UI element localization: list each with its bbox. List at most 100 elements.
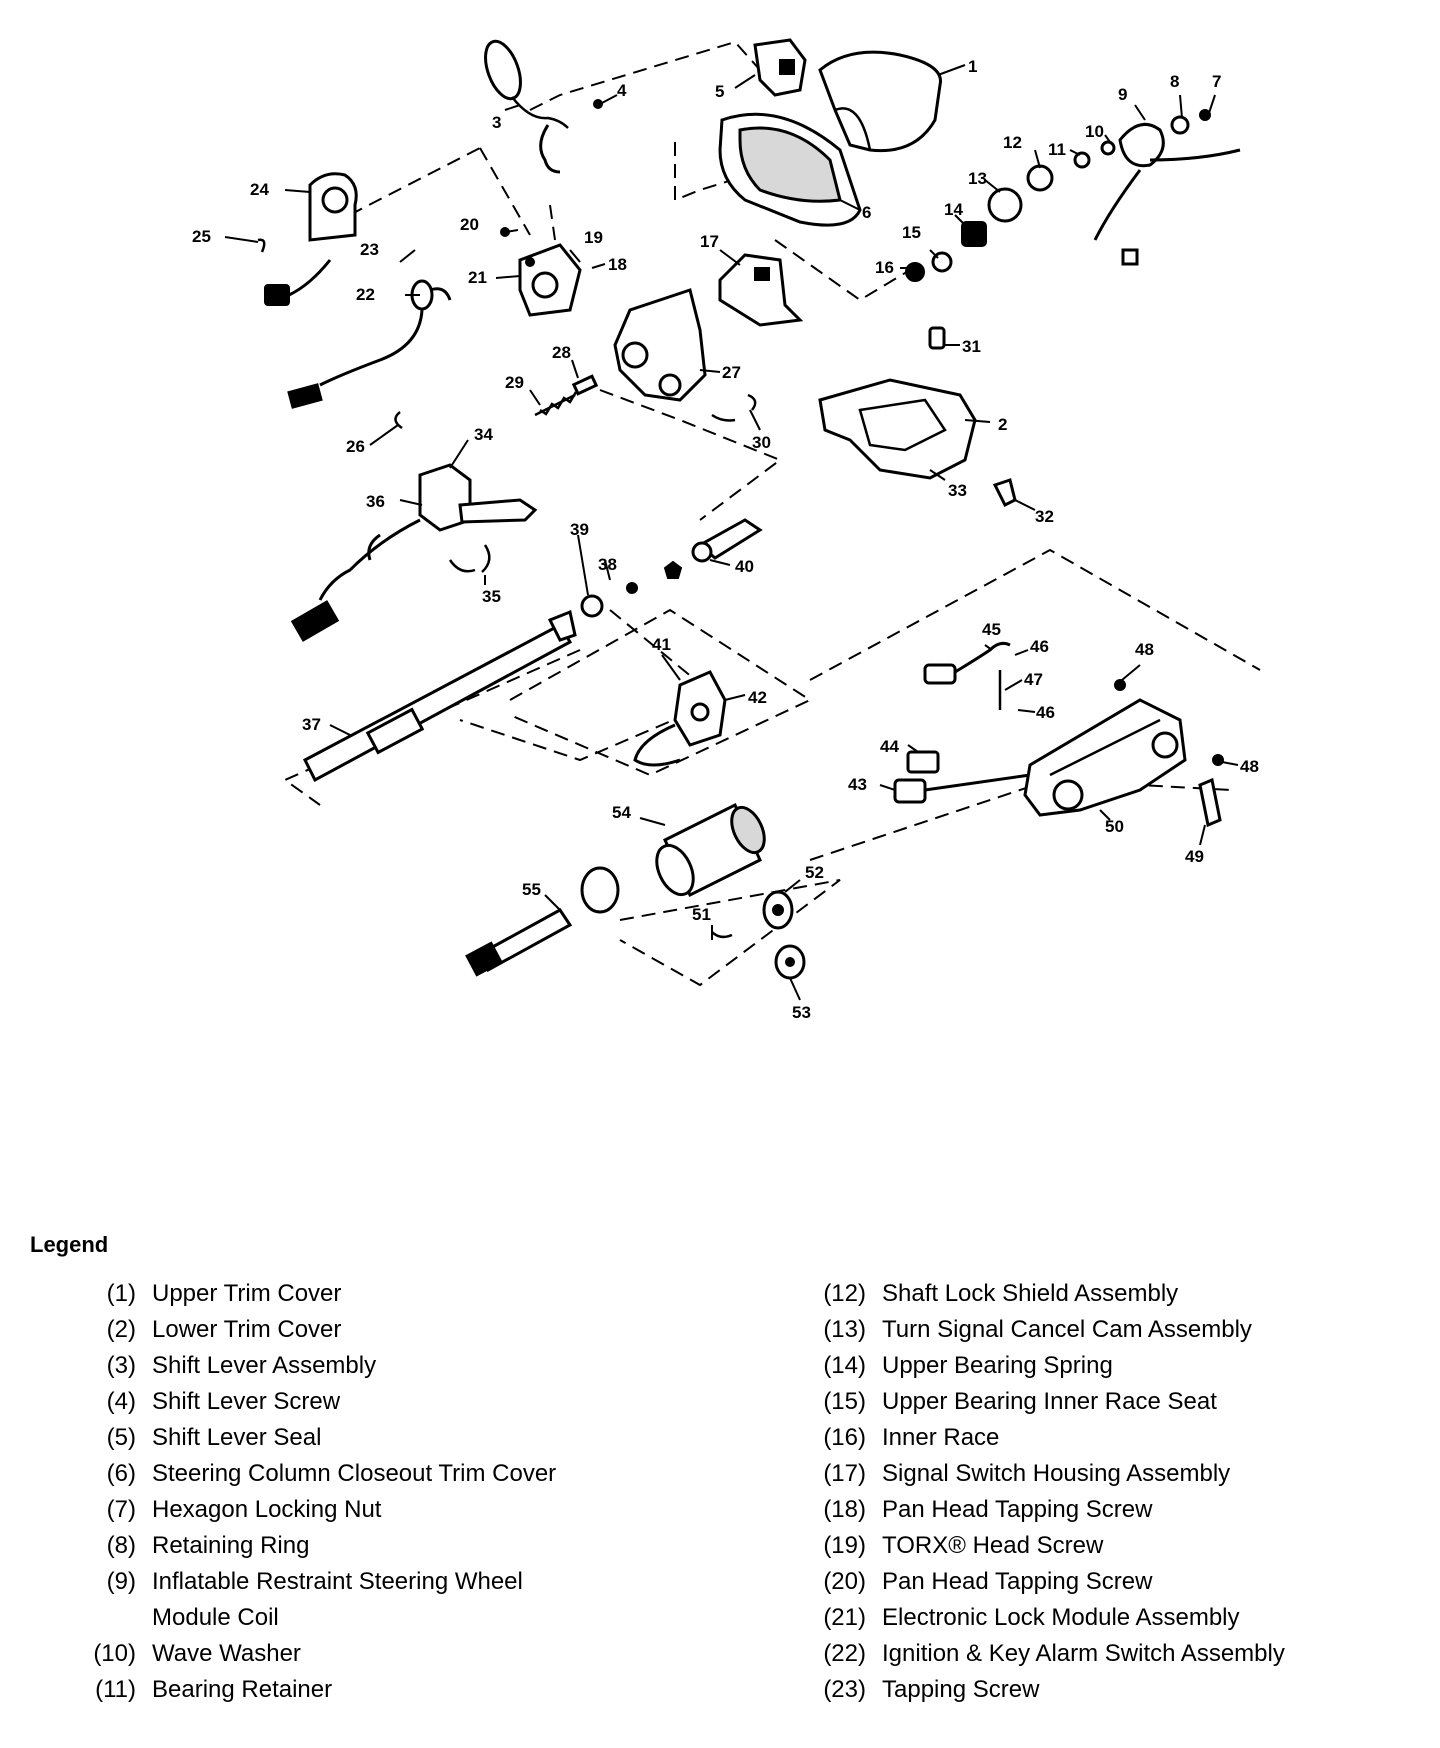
callout-52: 52 <box>805 863 824 882</box>
callout-43: 43 <box>848 775 867 794</box>
part-50-column-jacket-assembly <box>1023 698 1187 817</box>
part-31-retainer <box>928 326 946 350</box>
callout-11: 11 <box>1048 140 1066 159</box>
legend-item: (15) Upper Bearing Inner Race Seat <box>790 1384 1430 1420</box>
legend-item: (13)Turn Signal Cancel Cam Assembly <box>790 1312 1430 1348</box>
legend-item-text: Bearing Retainer <box>152 1676 333 1703</box>
part-6-closeout-trim-cover <box>718 112 862 227</box>
callout-30: 30 <box>752 433 771 452</box>
legend-item: (8)Retaining Ring <box>60 1528 700 1564</box>
legend-right-column: (12)Shaft Lock Shield Assembly (13)Turn … <box>790 1276 1430 1708</box>
legend-item-number: (11) <box>95 1676 136 1703</box>
callout-16: 16 <box>875 258 894 277</box>
callout-9: 9 <box>1118 85 1127 104</box>
callout-34: 34 <box>474 425 493 444</box>
legend-item-text: Lower Trim Cover <box>152 1316 342 1343</box>
legend-item: (22) Ignition & Key Alarm Switch Assembly <box>790 1636 1430 1672</box>
legend-item-number: (1) <box>106 1280 136 1307</box>
callout-38: 38 <box>598 555 617 574</box>
part-27-steering-column-housing <box>613 288 707 402</box>
part-30-clips <box>711 393 757 422</box>
legend-item-text: Ignition & Key Alarm Switch Assembly <box>882 1640 1285 1667</box>
legend-item-number: (3) <box>106 1352 136 1379</box>
part-1-upper-trim-cover <box>818 50 942 153</box>
callout-17: 17 <box>700 232 719 251</box>
legend-item-text: Upper Bearing Inner Race Seat <box>882 1388 1217 1415</box>
part-51-52-53-bearing-parts <box>711 890 806 980</box>
legend-item-number: (15) <box>823 1388 866 1415</box>
part-28-29-spring-pin <box>534 374 599 417</box>
part-55-steering-shaft-lower <box>465 866 620 977</box>
part-2-lower-trim-cover <box>818 378 977 480</box>
legend-item-text: TORX® Head Screw <box>882 1532 1104 1559</box>
legend-item: (16)Inner Race <box>790 1420 1430 1456</box>
callout-21: 21 <box>468 268 487 287</box>
legend-title: Legend <box>30 1232 109 1257</box>
legend-item-text: Electronic Lock Module Assembly <box>882 1604 1240 1631</box>
callout-42: 42 <box>748 688 767 707</box>
legend-item: (3)Shift Lever Assembly <box>60 1348 700 1384</box>
callout-22: 22 <box>356 285 375 304</box>
callout-37: 37 <box>302 715 321 734</box>
legend-item-text: Upper Bearing Spring <box>882 1352 1113 1379</box>
callout-7: 7 <box>1212 72 1221 91</box>
callout-1: 1 <box>968 57 977 76</box>
legend-item-text: Hexagon Locking Nut <box>152 1496 382 1523</box>
callout-28: 28 <box>552 343 571 362</box>
callout-5: 5 <box>715 82 724 101</box>
legend-item-number: (14) <box>823 1352 866 1379</box>
legend-item-text: Upper Trim Cover <box>152 1280 342 1307</box>
legend-item-number: (17) <box>823 1460 866 1487</box>
callout-46-lower: 46 <box>1036 703 1055 722</box>
legend-item-text-line-2: Module Coil <box>152 1604 279 1631</box>
legend-item: (12)Shaft Lock Shield Assembly <box>790 1276 1430 1312</box>
callout-19: 19 <box>584 228 603 247</box>
legend-item-number: (22) <box>823 1640 866 1667</box>
callout-26: 26 <box>346 437 365 456</box>
callout-3: 3 <box>492 113 501 132</box>
legend-item-number: (8) <box>106 1532 136 1559</box>
part-3-shift-lever-assembly <box>484 39 569 174</box>
part-37-steering-shaft <box>303 609 577 783</box>
callout-2: 2 <box>998 415 1007 434</box>
callout-14: 14 <box>944 200 963 219</box>
callout-27: 27 <box>722 363 741 382</box>
callout-55: 55 <box>522 880 541 899</box>
legend-item-text: Shift Lever Seal <box>152 1424 322 1451</box>
callout-4: 4 <box>617 81 627 100</box>
legend-item: (2)Lower Trim Cover <box>60 1312 700 1348</box>
legend-item-number: (6) <box>106 1460 136 1487</box>
legend-item-text: Signal Switch Housing Assembly <box>882 1460 1231 1487</box>
legend-item-text: Tapping Screw <box>882 1676 1040 1703</box>
callout-23: 23 <box>360 240 379 259</box>
callout-8: 8 <box>1170 72 1179 91</box>
part-32-clip <box>992 478 1017 508</box>
part-38-39-bearing-components <box>580 560 683 618</box>
part-48-screws <box>1114 679 1224 766</box>
legend-item: (5)Shift Lever Seal <box>60 1420 700 1456</box>
callout-18: 18 <box>608 255 627 274</box>
legend-item-number: (20) <box>823 1568 866 1595</box>
callout-54: 54 <box>612 803 631 822</box>
callout-12: 12 <box>1003 133 1022 152</box>
callout-13: 13 <box>968 169 987 188</box>
part-44-switch <box>906 750 940 774</box>
legend-item-text-line-1: Inflatable Restraint Steering Wheel <box>152 1568 523 1595</box>
callout-35: 35 <box>482 587 501 606</box>
legend-item-number: (13) <box>823 1316 866 1343</box>
callout-10: 10 <box>1085 122 1104 141</box>
legend-item: (1) Upper Trim Cover <box>60 1276 700 1312</box>
part-54-cover-tube <box>655 802 766 898</box>
legend-left-column: (1)Upper Trim Cover (2)Lower Trim Cover … <box>60 1276 700 1708</box>
callout-labels: 1 2 3 4 5 6 7 8 9 10 11 12 13 14 15 16 1… <box>192 57 1259 1022</box>
callout-25: 25 <box>192 227 211 246</box>
callout-32: 32 <box>1035 507 1054 526</box>
legend-item: (20)Pan Head Tapping Screw <box>790 1564 1430 1600</box>
legend-item: (10)Wave Washer <box>60 1636 700 1672</box>
callout-29: 29 <box>505 373 524 392</box>
legend-item: (18)Pan Head Tapping Screw <box>790 1492 1430 1528</box>
callout-46-upper: 46 <box>1030 637 1049 656</box>
part-24-bracket <box>308 172 358 242</box>
